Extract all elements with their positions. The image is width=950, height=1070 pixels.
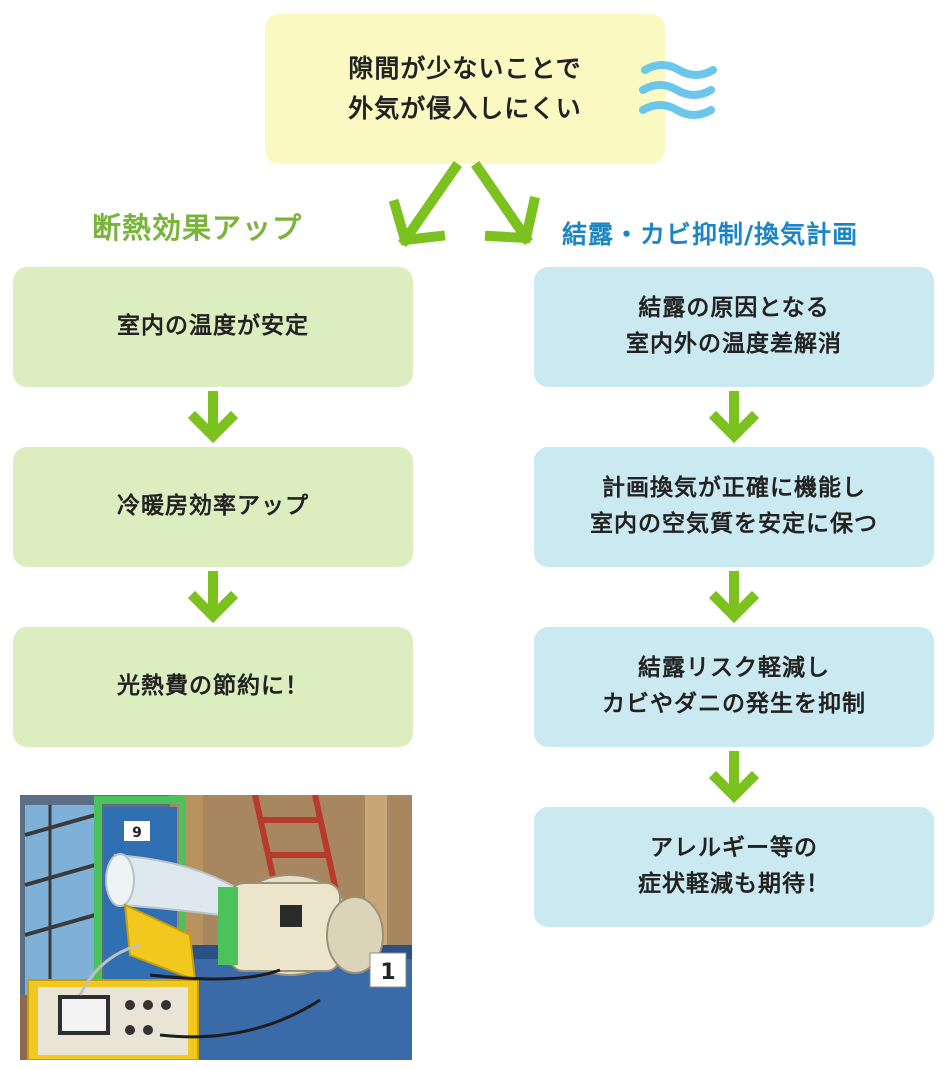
left-step-3: 光熱費の節約に！ <box>13 627 413 747</box>
left-step-1-text: 室内の温度が安定 <box>117 313 309 340</box>
photo-illustration: 9 1 <box>20 795 412 1060</box>
airtightness-test-photo: 9 1 <box>20 795 412 1060</box>
arrow-down-right-3 <box>708 751 760 804</box>
right-step-2-line1: 計画換気が正確に機能し <box>602 475 866 502</box>
arrow-to-right-branch <box>471 161 540 245</box>
right-step-1-line1: 結露の原因となる <box>638 295 830 322</box>
left-step-2-text: 冷暖房効率アップ <box>117 493 309 520</box>
top-box: 隙間が少ないことで 外気が侵入しにくい <box>265 14 665 164</box>
left-step-2: 冷暖房効率アップ <box>13 447 413 567</box>
right-step-4-line1: アレルギー等の <box>650 835 818 862</box>
right-step-4-line2: 症状軽減も期待！ <box>638 871 830 897</box>
right-step-1-line2: 室内外の温度差解消 <box>626 331 842 357</box>
right-step-3: 結露リスク軽減し カビやダニの発生を抑制 <box>534 627 934 747</box>
right-branch-heading: 結露・カビ抑制/換気計画 <box>562 220 859 249</box>
wind-icon <box>639 61 717 119</box>
top-box-line2: 外気が侵入しにくい <box>348 94 582 123</box>
right-step-2: 計画換気が正確に機能し 室内の空気質を安定に保つ <box>534 447 934 567</box>
arrow-down-right-2 <box>708 571 760 624</box>
top-box-line1: 隙間が少ないことで <box>348 54 582 83</box>
arrow-down-left-1 <box>187 391 239 444</box>
right-step-2-line2: 室内の空気質を安定に保つ <box>590 511 878 537</box>
right-step-1: 結露の原因となる 室内外の温度差解消 <box>534 267 934 387</box>
left-branch-heading: 断熱効果アップ <box>92 211 303 245</box>
arrow-down-right-1 <box>708 391 760 444</box>
left-step-3-text: 光熱費の節約に！ <box>117 673 309 700</box>
right-step-3-line1: 結露リスク軽減し <box>638 655 830 682</box>
photo-label-9: 9 <box>132 825 142 841</box>
left-step-1: 室内の温度が安定 <box>13 267 413 387</box>
right-step-4: アレルギー等の 症状軽減も期待！ <box>534 807 934 927</box>
arrow-down-left-2 <box>187 571 239 624</box>
arrow-to-left-branch <box>388 161 462 247</box>
right-step-3-line2: カビやダニの発生を抑制 <box>602 691 866 717</box>
photo-label-1: 1 <box>380 960 395 985</box>
